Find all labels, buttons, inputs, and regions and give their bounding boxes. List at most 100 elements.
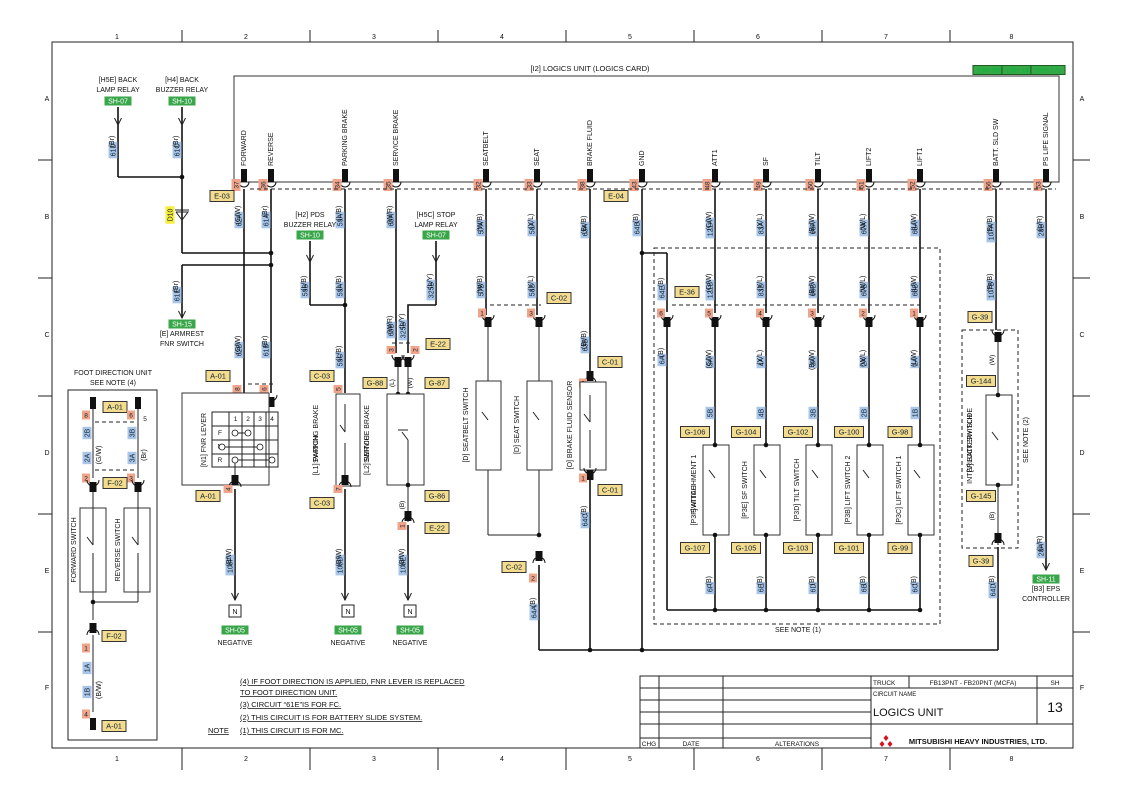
connector-tag-bg (887, 426, 913, 438)
diode-tag-bg (165, 206, 175, 224)
wire-id-tag-bg (82, 451, 92, 465)
connector-tag-text: G-104 (736, 428, 757, 437)
wire-id-tag-bg (705, 355, 715, 369)
connector-tag-bg (967, 311, 993, 323)
pin-number-tag-text: 50 (808, 181, 815, 189)
unit-pin-socket (268, 169, 274, 182)
unit-pin-socket (483, 169, 489, 182)
wire-id-tag-text: 61A (264, 213, 271, 226)
wire-color-label: (Br) (109, 136, 116, 148)
wire-id-tag: 6A (657, 353, 667, 367)
connector-plug (231, 475, 239, 485)
wire-color-label: (G/W) (706, 350, 713, 369)
connector-tag: F-02 (101, 630, 127, 642)
pin-number-tag-text: 7 (336, 487, 343, 491)
battery-slide-switch-label: [V] BATTERY SLIDE (967, 408, 974, 473)
forward-switch-label: FORWARD SWITCH (71, 517, 78, 582)
arrow-head-icon (432, 254, 440, 264)
wire-id-tag: 6B (859, 581, 869, 595)
connector-tag-text: E-22 (429, 524, 445, 533)
foot-unit-title: FOOT DIRECTION UNIT (74, 370, 153, 377)
wire-color-label: (L/W) (911, 214, 918, 231)
pin-number-tag: 52 (907, 179, 917, 191)
connector-tag-text: G-86 (429, 492, 446, 501)
connector-tag-bg (101, 720, 127, 732)
pin-number-tag-text: 1 (581, 476, 585, 483)
pin-number-tag: 43 (629, 179, 639, 191)
mc-switch-label: [P3E] SF SWITCH (742, 461, 749, 519)
connector-plug (89, 623, 97, 633)
connector-tag: C-03 (309, 370, 335, 382)
company-name: MITSUBISHI HEAVY INDUSTRIES, LTD. (909, 737, 1047, 746)
pin-number-tag: 53 (1033, 179, 1043, 191)
pin-number-tag: 2 (529, 573, 537, 583)
wire-id-tag-text: 59C (338, 354, 345, 367)
wire-id-tag-text: 106F (228, 557, 235, 573)
wire-id-tag-bg (580, 511, 590, 529)
pin-number-tag-text: 6 (659, 311, 663, 318)
column-number: 3 (372, 34, 376, 41)
wire-id-tag-bg (386, 321, 396, 339)
pin-number-tag-bg (332, 179, 342, 191)
wire-id-tag-text: 60B (389, 323, 396, 336)
row-letter: E (1080, 568, 1085, 575)
relay-label: BUZZER RELAY (284, 222, 337, 229)
connector-plug (994, 533, 1002, 543)
column-number: 1 (115, 756, 119, 763)
pin-number-tag-text: 1 (912, 311, 916, 318)
pin-number-tag-bg (527, 308, 535, 318)
column-number: 4 (500, 34, 504, 41)
junction-dot (815, 532, 821, 538)
connector-tag: G-100 (834, 426, 864, 438)
wire-id-tag: 107A (986, 221, 996, 243)
unit-pin-label: GND (639, 150, 646, 166)
connector-tag-text: G-107 (685, 544, 706, 553)
unit-pin-socket (587, 169, 593, 182)
unit-pin-socket (866, 169, 872, 182)
wire-id-tag: 3B (808, 406, 818, 420)
arrow-head-icon (231, 592, 239, 602)
connector-tag: C-02 (546, 292, 572, 304)
junction-dot (866, 607, 872, 613)
connector-plug (711, 317, 719, 327)
connector-arc (86, 479, 100, 487)
connector-plug (994, 332, 1002, 342)
diode-tag: D10 (165, 206, 175, 224)
connector-tag: G-107 (680, 542, 710, 554)
connector-tag-bg (597, 484, 623, 496)
connector-tag-text: F-02 (107, 479, 122, 488)
wire-id-tag-bg (705, 581, 715, 595)
seat-switch-label: [D] SEAT SWITCH (514, 396, 521, 454)
connector-tag-text: G-87 (429, 379, 446, 388)
column-number: 2 (244, 34, 248, 41)
wire-id-tag-text: 68B (913, 283, 920, 296)
connector-tag-bg (424, 377, 450, 389)
column-number: 8 (1010, 756, 1014, 763)
pin-number-tag: 1 (82, 643, 90, 653)
pin-number-tag-text: 4 (758, 311, 762, 318)
wire-id-tag-text: 5B (708, 408, 715, 417)
junction-dot (815, 607, 821, 613)
wire-id-tag: 106E (398, 554, 408, 576)
connector-plug (586, 371, 594, 381)
wire-id-tag-bg (910, 406, 920, 420)
connector-tag-bg (501, 561, 527, 573)
connector-arc (991, 538, 1005, 546)
unit-pin-socket (993, 169, 999, 182)
wire-color-label: (Y/L) (757, 350, 764, 365)
connector-tag: G-106 (680, 426, 710, 438)
sheet-ref-tag-text: SH-07 (108, 99, 128, 106)
connector-tag: C-01 (597, 356, 623, 368)
wire-id-tag-bg (335, 351, 345, 369)
connector-tag-text: A-01 (107, 403, 123, 412)
pin-number-tag: 6 (127, 410, 135, 420)
wire-color-label: (L/B) (301, 276, 308, 291)
row-letter: F (45, 685, 49, 692)
connector-tag-text: C-03 (314, 499, 330, 508)
pin-number-tag-bg (231, 179, 241, 191)
sheet-ref-tag: SH-05 (221, 625, 249, 635)
wire-id-tag: 4B (756, 406, 766, 420)
negative-label: NEGATIVE (393, 640, 428, 647)
wire-id-tag-bg (82, 661, 92, 675)
wire-id-tag: 64A (529, 603, 539, 621)
